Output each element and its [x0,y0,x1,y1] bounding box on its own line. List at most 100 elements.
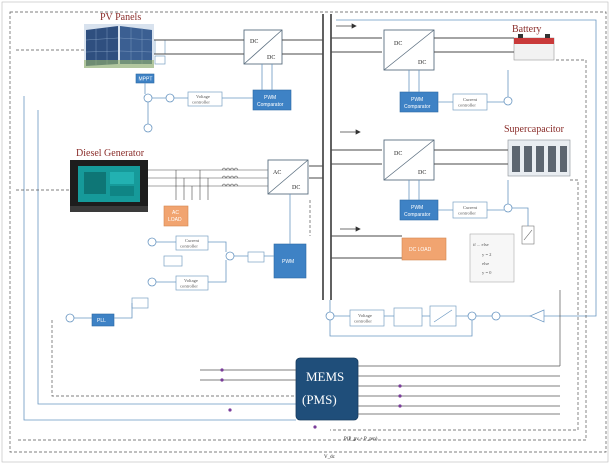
logic-box: if ... else y = 2 else y = 0 [469,233,515,283]
bus-vc-label-2: controller [354,319,372,324]
pwm-block [273,243,307,279]
mems-pms-block: MEMS (PMS) [295,357,359,421]
battery-title: Battery [512,24,541,35]
svg-text:DC: DC [250,39,258,45]
mems-io-lines [200,290,561,415]
ac-vc-label-1: Voltage [184,278,198,283]
ac-vc-label-2: controller [180,284,198,289]
acdc-converter: AC DC [267,159,309,195]
svg-text:DC: DC [267,55,275,61]
svg-text:Comparator: Comparator [404,104,431,110]
dc-load-label: DC LOAD [409,247,432,253]
battery-dcdc-converter: DC DC [383,29,435,71]
battery-pwm-comparator: PWM Comparator [399,91,439,113]
svg-text:y = 2: y = 2 [482,252,492,257]
mems-label-2: (PMS) [302,392,337,407]
supercap-sum [503,203,513,213]
supercap-cc-label-1: Current [463,205,478,210]
chain-sum-2 [491,311,501,321]
battery-sum [503,96,513,106]
ac-cc-label-1: Current [185,238,200,243]
pv-title: PV Panels [100,12,141,23]
ac-sum-2 [147,277,157,287]
battery-bus-wires [331,37,382,53]
switch-block [521,225,535,245]
ac-load-label-2: LOAD [168,217,182,223]
ac-bus-wires [309,165,323,179]
junction-dots [220,368,402,429]
rate-limiter-slope [433,309,453,323]
svg-text:DC: DC [418,60,426,66]
bus-voltage-controller [349,309,385,327]
pv-sum-2 [165,93,175,103]
lpf-block [393,307,423,327]
bus-power-label: P(P_pv + P_ren) [344,437,378,442]
pv-panels-image [84,24,154,68]
mems-label-1: MEMS [306,369,344,384]
supercap-bus-wires [331,149,382,165]
svg-text:Comparator: Comparator [404,212,431,218]
ac-small-block-3 [131,297,149,309]
control-signals [23,19,597,421]
diesel-generator-image [70,160,148,212]
outer-frame [9,11,607,453]
svg-text:y = 0: y = 0 [482,270,492,275]
svg-text:DC: DC [394,41,402,47]
battery-cc-label-2: controller [458,103,476,108]
dashed-feedback [16,49,587,441]
bus-vc-label-1: Voltage [358,313,372,318]
svg-text:PWM: PWM [411,205,423,211]
pll-label: PLL [97,318,106,324]
three-phase-lines [148,169,268,200]
ac-sum-3 [225,251,235,261]
bus-sum [325,311,335,321]
ac-load-block [163,205,189,227]
supercap-cc-label-2: controller [458,211,476,216]
battery-image [513,34,555,61]
pv-sum-3 [143,123,153,133]
pv-vc-label-2: controller [192,100,210,105]
chain-sum-1 [467,311,477,321]
diesel-title: Diesel Generator [76,148,145,159]
ac-small-block-1 [163,255,183,267]
ac-current-controller [175,235,209,251]
dc-load-wires [331,235,402,259]
pv-sensor [154,39,166,65]
gain-block [529,309,545,323]
supercap-wires [434,149,508,165]
dc-load-block [401,237,447,261]
ac-load-label-1: AC [172,210,179,216]
pv-voltage-controller [187,91,223,107]
power-flow-arrows [336,23,361,232]
pv-bus-wires [154,39,323,55]
supercap-dcdc-converter: DC DC [383,139,435,181]
pv-sum-1 [143,93,153,103]
pv-dcdc-converter: DC DC [243,29,283,65]
pll-block [91,313,115,327]
svg-text:else: else [482,261,489,266]
ac-cc-label-2: controller [180,244,198,249]
battery-cc-label-1: Current [463,97,478,102]
svg-text:PWM: PWM [264,95,276,101]
svg-text:Comparator: Comparator [257,102,284,108]
svg-text:PWM: PWM [411,97,423,103]
pwm-label: PWM [282,259,294,265]
pv-pwm-comparator: PWM Comparator [252,89,292,111]
supercap-title: Supercapacitor [504,124,565,135]
supercap-image [507,139,571,177]
inductors [221,167,239,187]
svg-text:if ... else: if ... else [473,242,489,247]
svg-text:DC: DC [292,185,300,191]
svg-text:DC: DC [418,170,426,176]
mppt-label: MPPT [139,77,153,83]
svg-text:AC: AC [273,170,281,176]
ac-small-block-2 [247,251,265,263]
vdc-label: V_dc [324,455,336,460]
svg-text:DC: DC [394,151,402,157]
ac-voltage-controller [175,275,209,291]
battery-wires [434,37,514,53]
pll-sum [65,313,75,323]
